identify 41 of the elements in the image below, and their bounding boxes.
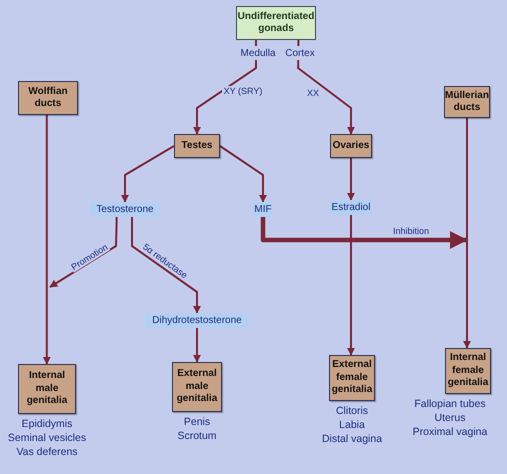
highlighted-label: Testosterone [90,202,160,217]
arrow [260,217,468,249]
arrow [131,217,201,314]
highlighted-label: MIF [253,202,273,217]
process-box: Wolffian ducts [18,81,78,115]
process-box: Undifferentiated gonads [236,6,316,40]
caption-text: Clitoris [334,405,370,419]
arrow [347,215,355,356]
highlighted-label: Dihydrotestosterone [145,313,249,328]
process-box: External male genitalia [172,362,222,412]
highlighted-label: Estradiol [330,200,372,215]
edge-label: XY (SRY) [222,86,264,96]
arrow [193,328,201,363]
arrow [347,158,355,201]
arrow [297,60,355,135]
caption-text: Uterus [434,412,466,426]
process-box: Ovaries [330,134,372,158]
arrow [463,118,471,349]
edge-label: XX [306,88,320,98]
process-box: Internal male genitalia [18,364,76,414]
process-box: Testes [174,134,220,158]
caption-text: Labia [338,419,366,433]
caption-text: Fallopian tubes [413,398,487,412]
text-label: Medulla [238,46,278,60]
arrow [219,145,267,203]
caption-text: Vas deferens [15,446,79,460]
arrow [42,115,51,365]
arrow [121,145,175,203]
caption-text: Penis [182,416,212,430]
process-box: Internal female genitalia [445,348,491,394]
edge-label: Inhibition [392,226,430,236]
arrow [49,217,118,288]
text-label: Cortex [282,46,318,60]
arrow [193,60,257,135]
caption-text: Epididymis [20,418,74,432]
caption-text: Distal vagina [320,433,384,447]
process-box: Müllerian ducts [444,86,490,118]
caption-text: Scrotum [176,430,218,444]
process-box: External female genitalia [329,355,375,401]
caption-text: Proximal vagina [412,426,488,440]
caption-text: Seminal vesicles [6,432,88,446]
